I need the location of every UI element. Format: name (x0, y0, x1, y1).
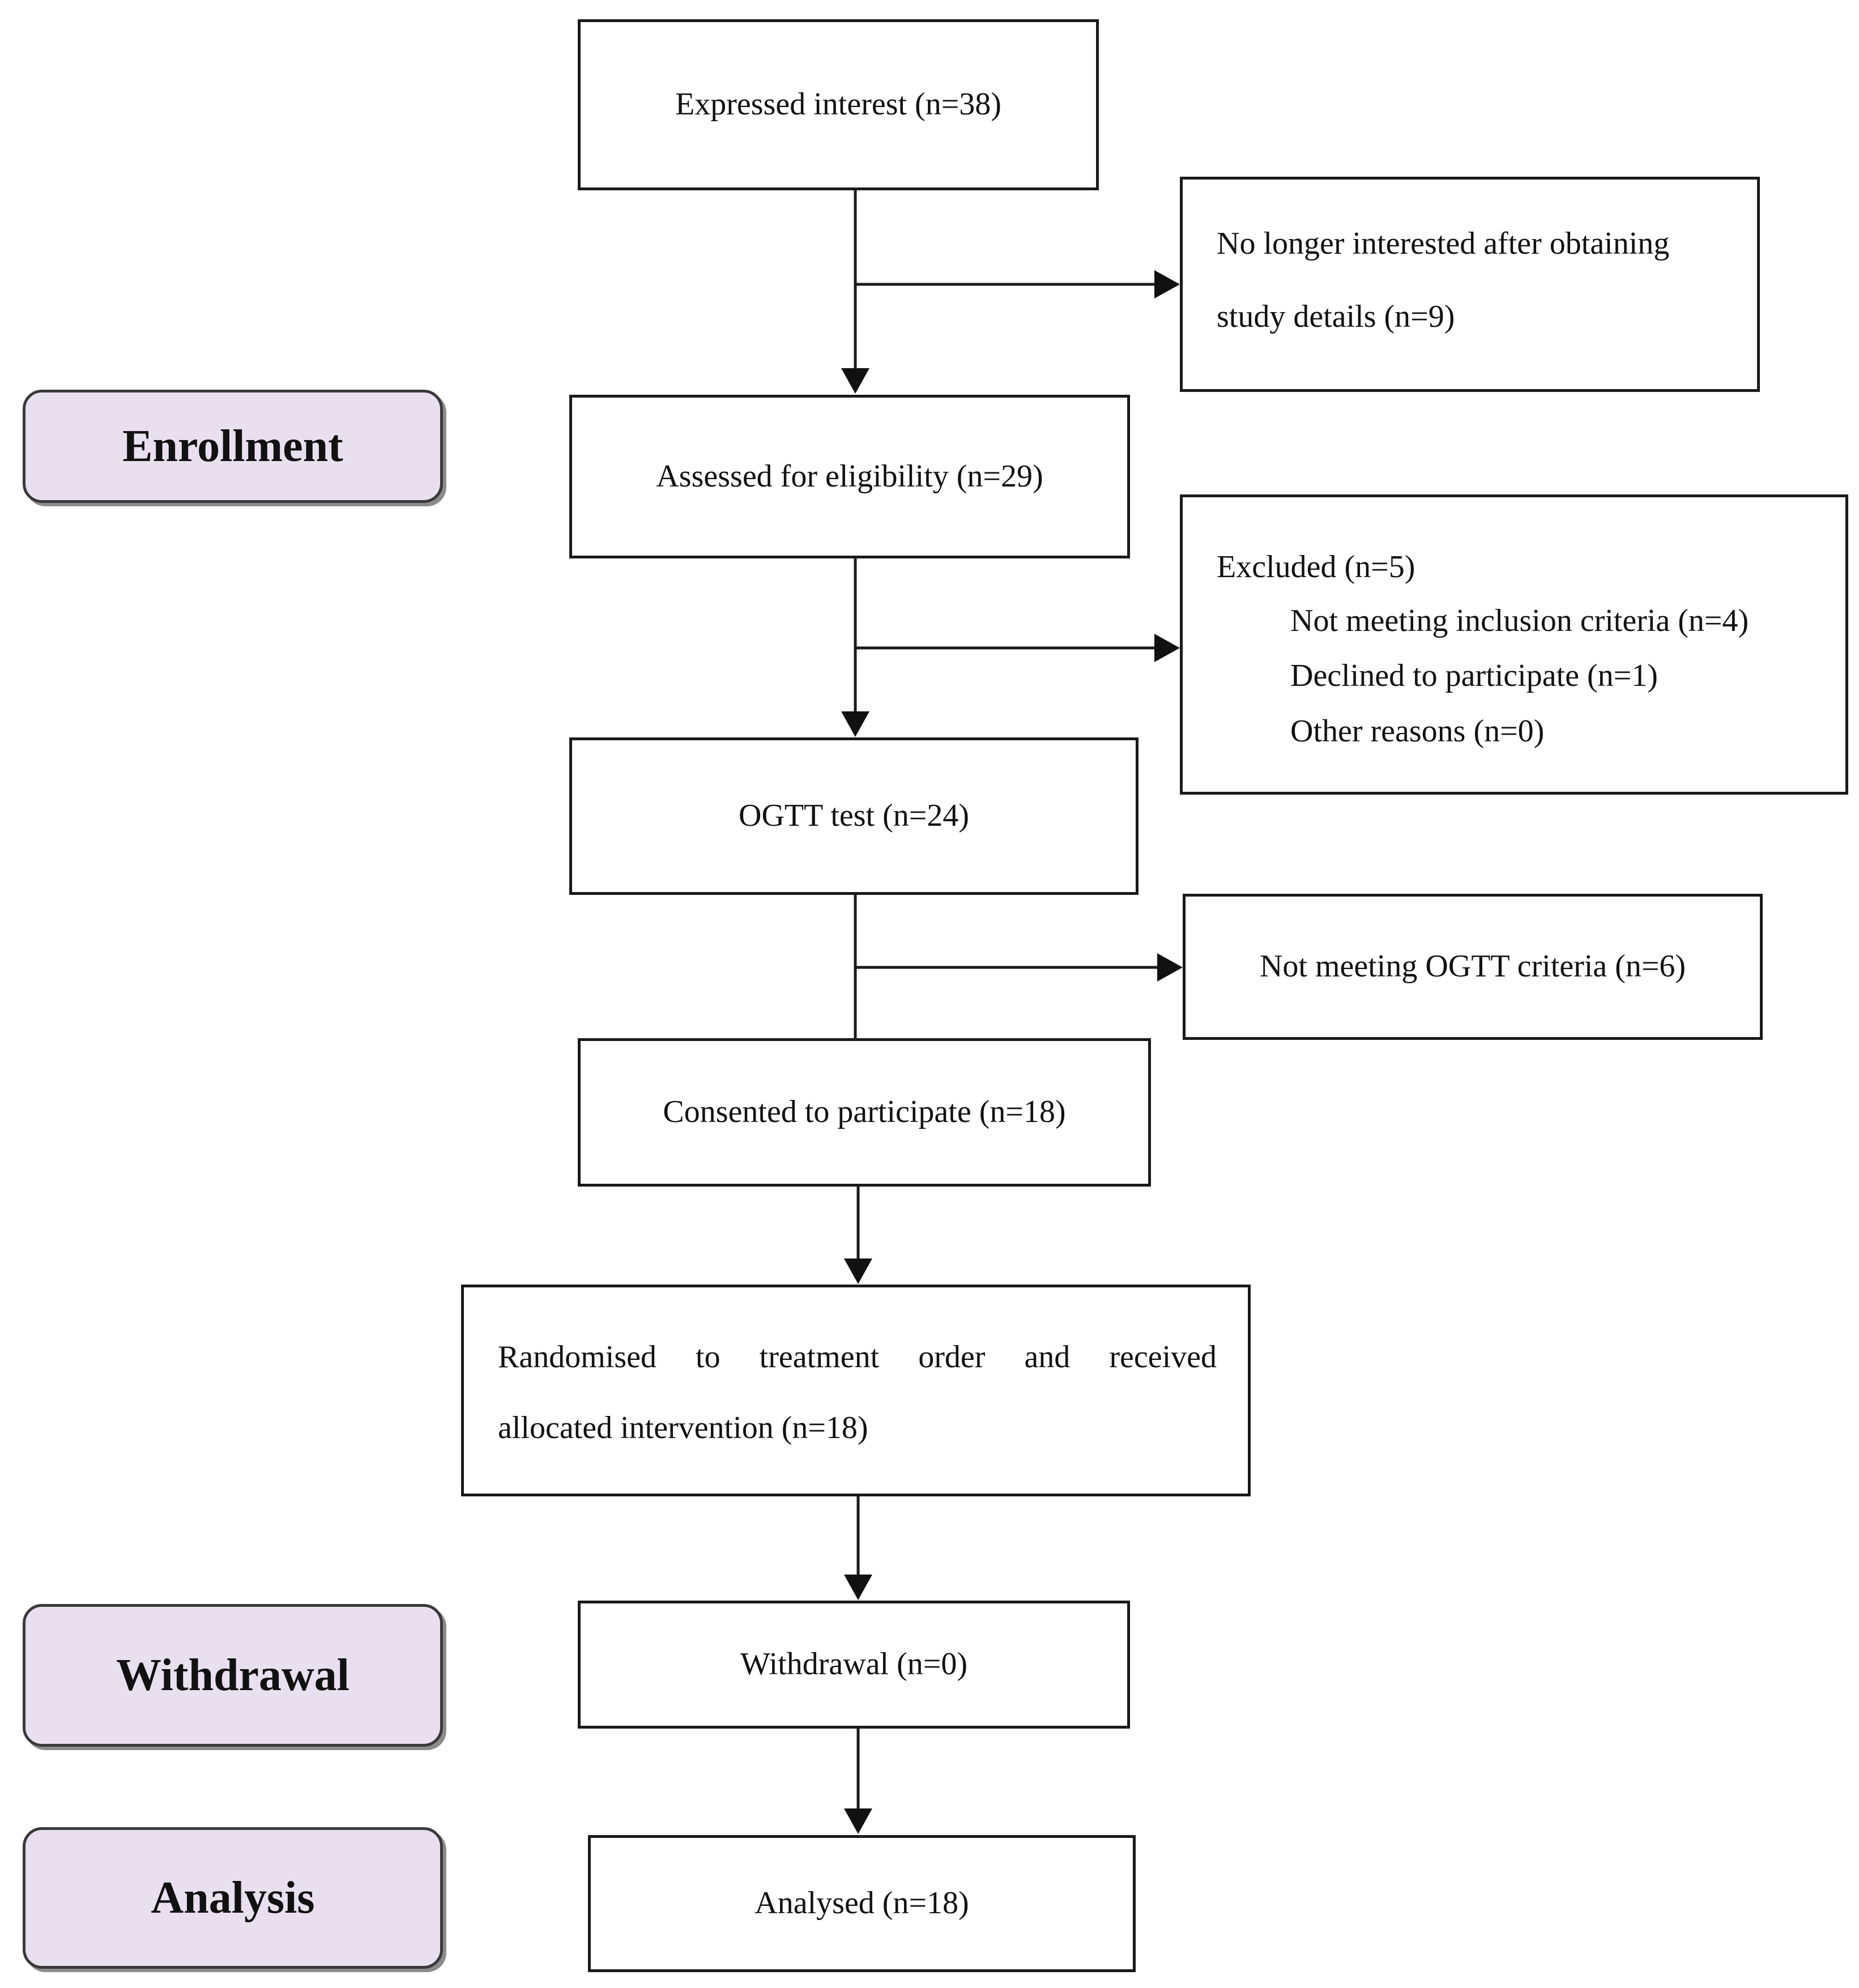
stage-enrollment-label: Enrollment (122, 421, 343, 471)
stage-analysis-label: Analysis (151, 1872, 315, 1923)
randomised-line1: Randomised to treatment order and receiv… (498, 1339, 1217, 1375)
box-withdrawal: Withdrawal (n=0) (578, 1601, 1130, 1729)
box-randomised: Randomised to treatment order and receiv… (461, 1285, 1251, 1496)
assessed-eligibility-text: Assessed for eligibility (n=29) (656, 458, 1043, 494)
box-excluded: Excluded (n=5) Not meeting inclusion cri… (1180, 494, 1848, 795)
excluded-reason-2: Declined to participate (n=1) (1290, 658, 1658, 694)
arrowhead-withdrawal (844, 1575, 872, 1600)
no-longer-interested-line2: study details (n=9) (1217, 299, 1455, 335)
randomised-line2: allocated intervention (n=18) (498, 1410, 868, 1446)
box-analysed: Analysed (n=18) (588, 1835, 1136, 1972)
arrowhead-ogtt (841, 711, 869, 737)
analysed-text: Analysed (n=18) (754, 1885, 969, 1921)
ogtt-test-text: OGTT test (n=24) (739, 798, 969, 834)
arrowhead-no-longer-interested (1154, 270, 1180, 298)
arrowhead-excluded (1154, 634, 1180, 662)
box-expressed-interest: Expressed interest (n=38) (578, 19, 1099, 190)
excluded-reason-1: Not meeting inclusion criteria (n=4) (1290, 603, 1749, 639)
stage-analysis: Analysis (23, 1827, 443, 1969)
arrowhead-assessed (841, 368, 869, 394)
consented-text: Consented to participate (n=18) (663, 1094, 1066, 1130)
stage-enrollment: Enrollment (23, 390, 443, 503)
arrowhead-analysed (844, 1808, 872, 1834)
arrowhead-randomised (844, 1259, 872, 1284)
box-not-meeting-ogtt: Not meeting OGTT criteria (n=6) (1183, 894, 1763, 1040)
expressed-interest-text: Expressed interest (n=38) (675, 87, 1001, 122)
stage-withdrawal-label: Withdrawal (116, 1650, 349, 1700)
no-longer-interested-line1: No longer interested after obtaining (1217, 226, 1670, 261)
not-meeting-ogtt-text: Not meeting OGTT criteria (n=6) (1259, 949, 1686, 984)
box-ogtt-test: OGTT test (n=24) (569, 737, 1139, 895)
withdrawal-text: Withdrawal (n=0) (740, 1646, 967, 1682)
arrowhead-not-meeting-ogtt (1157, 953, 1183, 982)
box-assessed-eligibility: Assessed for eligibility (n=29) (569, 395, 1130, 558)
stage-withdrawal: Withdrawal (23, 1604, 443, 1747)
excluded-reason-3: Other reasons (n=0) (1290, 713, 1545, 749)
excluded-title: Excluded (n=5) (1217, 549, 1415, 585)
box-consented: Consented to participate (n=18) (578, 1038, 1151, 1187)
box-no-longer-interested: No longer interested after obtaining stu… (1180, 177, 1760, 392)
